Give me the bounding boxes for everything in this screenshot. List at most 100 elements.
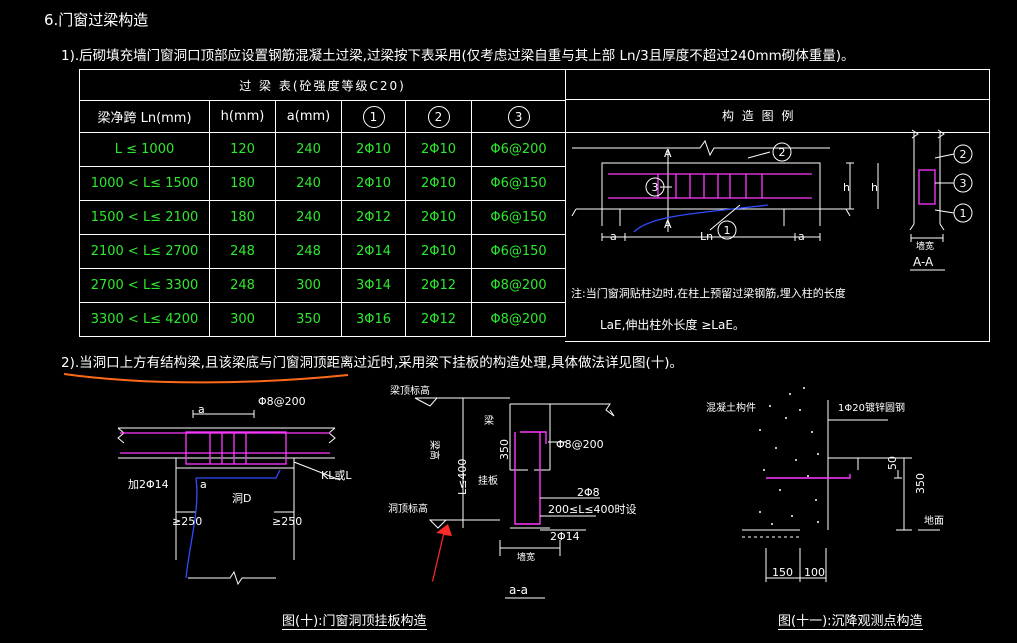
elev-circle-1: 1 bbox=[724, 224, 731, 237]
aa-hanging-plate: 挂板 bbox=[478, 474, 498, 487]
cell-a: 248 bbox=[275, 234, 342, 269]
fig10-rebar bbox=[120, 431, 330, 465]
fig10-a-mid: a bbox=[200, 478, 207, 491]
cell-bar1: 3Φ16 bbox=[341, 302, 406, 337]
elevation-circles bbox=[645, 142, 792, 240]
cell-span: 2100 < L≤ 2700 bbox=[79, 234, 210, 269]
cell-a: 350 bbox=[275, 302, 342, 337]
section-aa-drawing bbox=[414, 397, 615, 556]
label-Ln: Ln bbox=[700, 230, 713, 243]
col-header-bar2: 2 bbox=[427, 105, 450, 128]
fig10-add-bar: 加2Φ14 bbox=[128, 478, 169, 491]
col-header-bar1: 1 bbox=[362, 105, 385, 128]
section-label-AA: A-A bbox=[913, 255, 934, 269]
wall-width-label: 墙宽 bbox=[916, 240, 934, 252]
h-dim-2: h bbox=[871, 181, 878, 194]
aa-beam-top-level: 梁顶标高 bbox=[390, 384, 430, 397]
cell-span: 1500 < L≤ 2100 bbox=[79, 200, 210, 235]
lintel-table: 过 梁 表(砼强度等级C20) 梁净跨 Ln(mm) h(mm) a(mm) 1… bbox=[78, 69, 567, 337]
fig11-caption: 图(十一):沉降观测点构造 bbox=[778, 610, 923, 630]
h-dim-1: h bbox=[843, 181, 850, 194]
label-a-right: a bbox=[798, 230, 805, 243]
label-A-bottom: A bbox=[664, 218, 672, 231]
cell-h: 248 bbox=[209, 234, 276, 269]
fig10-dim-right: ≥250 bbox=[272, 515, 302, 528]
construction-panel-title: 构 造 图 例 bbox=[722, 109, 796, 123]
table-header-row: 梁净跨 Ln(mm) h(mm) a(mm) 1 2 3 bbox=[79, 100, 567, 133]
cell-bar1: 2Φ14 bbox=[341, 234, 406, 269]
cell-bar3: Φ6@200 bbox=[470, 132, 567, 167]
fig11-bent-bar bbox=[766, 474, 851, 479]
fig11-drawing bbox=[742, 400, 940, 582]
aa-beam-label: 梁 bbox=[484, 414, 494, 427]
aa-beam-depth: 梁高 bbox=[428, 440, 441, 460]
fig11-bent-bar-label: 1Φ20镀锌圆钢 bbox=[838, 401, 905, 414]
construction-panel bbox=[565, 69, 990, 342]
fig10-stirrup-label: Φ8@200 bbox=[258, 395, 306, 408]
aa-bar-2phi8: 2Φ8 bbox=[577, 486, 600, 499]
cell-h: 180 bbox=[209, 200, 276, 235]
col-header-h: h(mm) bbox=[209, 100, 276, 133]
section-heading: 6.门窗过梁构造 bbox=[44, 11, 149, 29]
label-A-top: A bbox=[664, 147, 672, 160]
section-A-A bbox=[909, 129, 945, 242]
cell-bar3: Φ6@150 bbox=[470, 200, 567, 235]
fig10-drawing bbox=[117, 410, 341, 586]
fig10-kl-label: KL或L bbox=[321, 469, 352, 482]
item2-text: 2).当洞口上方有结构梁,且该梁底与门窗洞顶距离过近时,采用梁下挂板的构造处理,… bbox=[61, 355, 684, 371]
fig10-dim-left: ≥250 bbox=[172, 515, 202, 528]
cell-bar1: 2Φ12 bbox=[341, 200, 406, 235]
orange-underline bbox=[63, 373, 349, 384]
elev-circle-2: 2 bbox=[779, 146, 786, 159]
beam-rebar bbox=[608, 173, 812, 199]
col-header-bar3: 3 bbox=[507, 105, 530, 128]
fig11-dim-100: 100 bbox=[804, 566, 825, 579]
cell-bar3: Φ8@200 bbox=[470, 302, 567, 337]
sec-circle-3: 3 bbox=[960, 177, 967, 190]
aa-bar-2phi14: 2Φ14 bbox=[550, 530, 580, 543]
fig10-caption: 图(十):门窗洞顶挂板构造 bbox=[282, 610, 427, 630]
fig11-concrete-dots bbox=[759, 387, 819, 525]
aa-stirrup: Φ8@200 bbox=[556, 438, 604, 451]
fig11-column-label: 混凝土构件 bbox=[706, 401, 756, 414]
construction-note-line1: 注:当门窗洞贴柱边时,在柱上预留过梁钢筋,埋入柱的长度 bbox=[571, 287, 846, 300]
aa-hole-top-level: 洞顶标高 bbox=[388, 502, 428, 515]
construction-note-line2: LaE,伸出柱外长度 ≥LaE。 bbox=[600, 318, 745, 332]
blue-leader bbox=[633, 204, 769, 233]
cell-bar3: Φ8@200 bbox=[470, 268, 567, 303]
red-arrow bbox=[432, 524, 452, 582]
aa-wall-width: 墙宽 bbox=[517, 551, 535, 563]
fig11-ground-label: 地面 bbox=[924, 514, 944, 527]
construction-panel-title-box bbox=[565, 99, 989, 133]
section-stirrup bbox=[918, 169, 936, 205]
aa-dim-350: 350 bbox=[498, 439, 511, 460]
sec-circle-1: 1 bbox=[960, 207, 967, 220]
cell-span: 1000 < L≤ 1500 bbox=[79, 166, 210, 201]
fig10-a-top: a bbox=[198, 403, 205, 416]
aa-condition: 200≤L≤400时设 bbox=[548, 503, 637, 516]
label-a-left: a bbox=[610, 230, 617, 243]
cell-a: 300 bbox=[275, 268, 342, 303]
cell-h: 300 bbox=[209, 302, 276, 337]
fig11-dim-150: 150 bbox=[772, 566, 793, 579]
section-aa-rebar bbox=[514, 431, 547, 525]
aa-L-limit: L≤400 bbox=[456, 459, 469, 495]
cell-bar2: 2Φ10 bbox=[405, 166, 472, 201]
cell-bar1: 2Φ10 bbox=[341, 166, 406, 201]
cell-a: 240 bbox=[275, 132, 342, 167]
fig10-hole-label: 洞D bbox=[232, 492, 251, 505]
cell-span: L ≤ 1000 bbox=[79, 132, 210, 167]
cell-a: 240 bbox=[275, 166, 342, 201]
beam-elevation bbox=[571, 139, 851, 241]
sec-circle-2: 2 bbox=[960, 148, 967, 161]
item1-text: 1).后砌填充墙门窗洞口顶部应设置钢筋混凝土过梁,过梁按下表采用(仅考虑过梁自重… bbox=[61, 48, 855, 64]
fig10-blue-line bbox=[185, 477, 198, 579]
cell-a: 240 bbox=[275, 200, 342, 235]
